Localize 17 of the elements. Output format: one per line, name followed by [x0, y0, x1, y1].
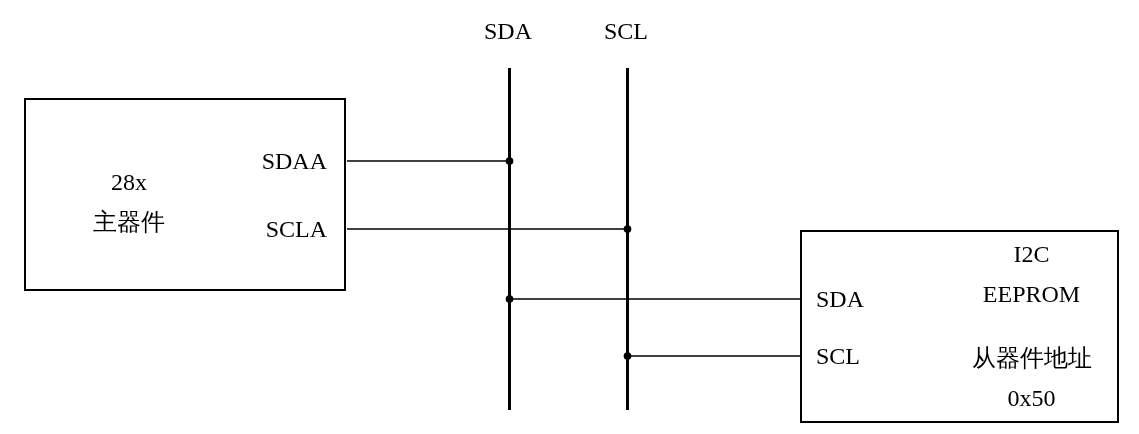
chip-box [800, 230, 1119, 423]
pin-label: SCLA [231, 211, 347, 247]
bus-line [626, 68, 629, 410]
wire [346, 157, 514, 165]
pin-label: SCL [801, 338, 901, 374]
bus-line [508, 68, 511, 410]
wire [505, 295, 802, 303]
wire [623, 352, 802, 360]
pin-label: SDA [801, 281, 901, 317]
pin-label: SDAA [231, 143, 347, 179]
chip-label: 28x 主器件 [92, 168, 166, 237]
chip-box [24, 98, 346, 291]
chip-label: I2C EEPROM [981, 240, 1082, 309]
wire [346, 225, 632, 233]
bus-label: SDA [483, 17, 533, 46]
bus-label: SCL [603, 17, 649, 46]
chip-label: 从器件地址 0x50 [970, 344, 1093, 413]
